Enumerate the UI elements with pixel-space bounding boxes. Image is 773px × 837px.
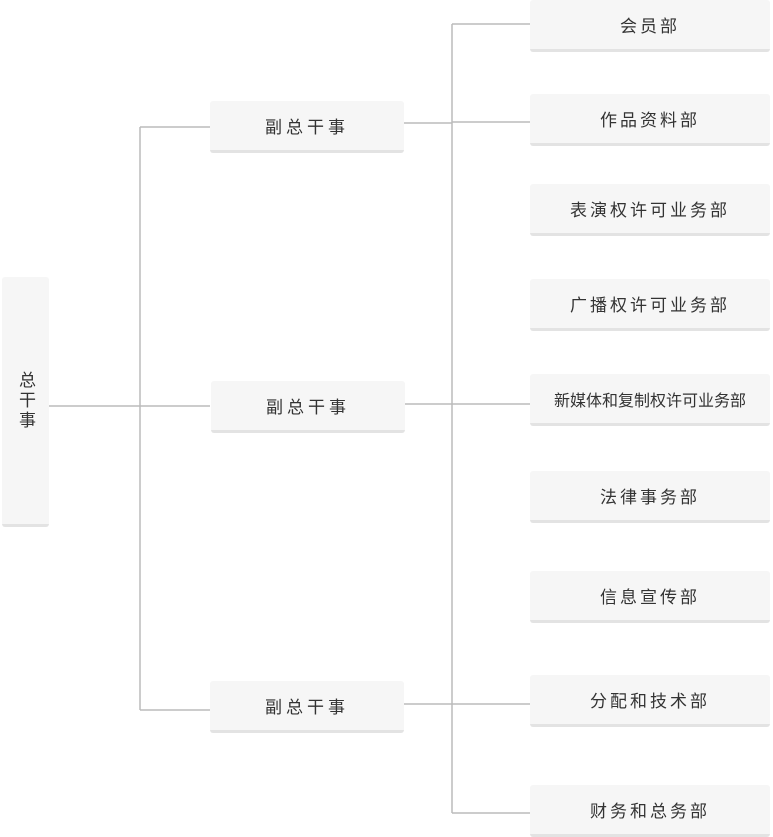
department-label: 表演权许可业务部 [570,201,730,221]
department-box-works-data: 作品资料部 [530,94,770,146]
department-label: 广播权许可业务部 [570,296,730,316]
department-box-broadcast-licensing: 广播权许可业务部 [530,279,770,331]
department-label: 信息宣传部 [600,588,700,608]
department-box-membership: 会员部 [530,0,770,52]
deputy-director-label: 副总干事 [265,698,349,718]
department-box-new-media-licensing: 新媒体和复制权许可业务部 [530,374,770,426]
deputy-director-label: 副总干事 [266,398,350,418]
deputy-director-box-3: 副总干事 [210,681,404,733]
deputy-director-box-2: 副总干事 [211,381,405,433]
department-box-finance-general: 财务和总务部 [530,785,770,837]
department-label: 新媒体和复制权许可业务部 [553,390,746,410]
department-label: 作品资料部 [600,111,700,131]
deputy-director-label: 副总干事 [265,118,349,138]
department-box-distribution-technology: 分配和技术部 [530,675,770,727]
department-box-performance-licensing: 表演权许可业务部 [530,184,770,236]
department-label: 分配和技术部 [590,692,710,712]
general-director-label: 总干事 [15,370,35,431]
general-director-box: 总干事 [2,277,49,527]
department-label: 法律事务部 [600,488,700,508]
department-label: 财务和总务部 [590,802,710,822]
deputy-director-box-1: 副总干事 [210,101,404,153]
department-label: 会员部 [620,17,680,37]
department-box-legal-affairs: 法律事务部 [530,471,770,523]
department-box-information-publicity: 信息宣传部 [530,571,770,623]
